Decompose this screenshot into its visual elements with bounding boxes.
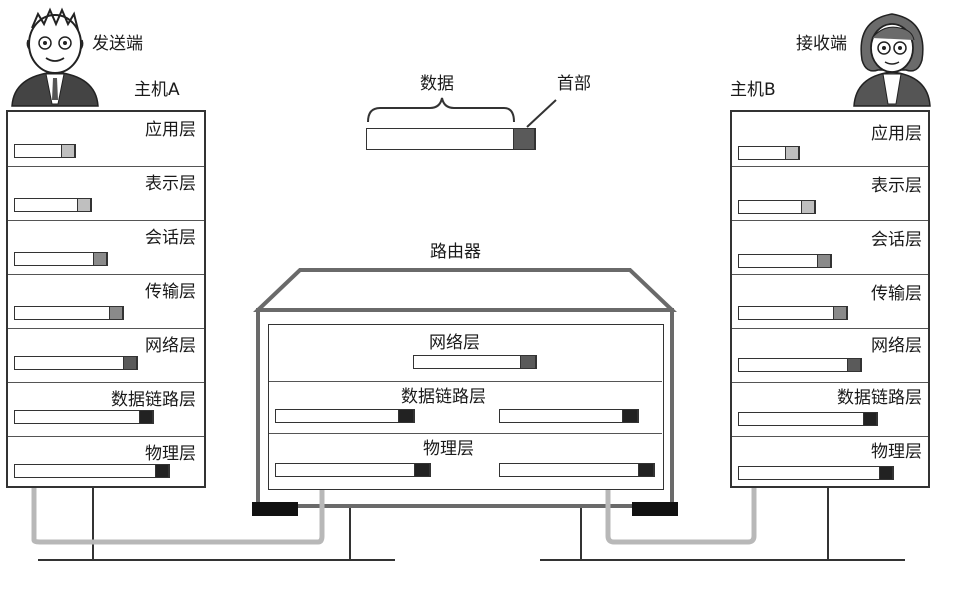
layer-divider	[732, 382, 928, 383]
host-a-packet-datalink	[14, 409, 154, 424]
sender-down-arrow-path	[31, 157, 325, 545]
packet-header	[414, 462, 430, 477]
router-exit-path	[605, 157, 757, 545]
layer-divider	[269, 433, 662, 434]
receiver-role-label: 接收端	[796, 34, 847, 54]
packet-header	[93, 251, 107, 266]
router-stack: 网络层 数据链路层 物理层	[268, 324, 664, 490]
host-b-layer-physical: 物理层	[871, 442, 922, 462]
host-a-layer-network: 网络层	[145, 336, 196, 356]
router-port-right	[632, 502, 678, 516]
legend-header-label: 首部	[557, 74, 591, 94]
router-packet-physical-in	[275, 462, 431, 477]
data-brace	[367, 97, 515, 123]
packet-header	[801, 199, 815, 214]
packet-header	[398, 408, 414, 423]
packet-header	[77, 197, 91, 212]
host-a-packet-network	[14, 355, 138, 370]
packet-header	[622, 408, 638, 423]
layer-divider	[732, 220, 928, 221]
host-a-packet-physical	[14, 463, 170, 478]
layer-divider	[8, 166, 204, 167]
host-a-packet-transport	[14, 305, 124, 320]
packet-header	[833, 305, 847, 320]
layer-divider	[269, 381, 662, 382]
layer-divider	[8, 382, 204, 383]
layer-divider	[8, 274, 204, 275]
host-b-packet-physical	[738, 465, 894, 480]
host-a-layer-physical: 物理层	[145, 444, 196, 464]
host-a-layer-datalink: 数据链路层	[111, 390, 196, 410]
host-b-layer-datalink: 数据链路层	[837, 388, 922, 408]
host-b-packet-application	[738, 145, 800, 160]
packet-header	[847, 357, 861, 372]
router-layer-network: 网络层	[429, 333, 480, 353]
host-a-label: 主机A	[134, 80, 180, 100]
router-packet-network	[413, 354, 537, 369]
packet-header	[109, 305, 123, 320]
host-b-packet-presentation	[738, 199, 816, 214]
layer-divider	[732, 436, 928, 437]
packet-header	[785, 145, 799, 160]
host-b-label: 主机B	[730, 80, 776, 100]
router-frame	[256, 308, 674, 508]
layer-divider	[732, 166, 928, 167]
packet-header	[863, 411, 877, 426]
host-a-layer-transport: 传输层	[145, 282, 196, 302]
host-a-layer-presentation: 表示层	[145, 174, 196, 194]
legend-packet-header	[513, 127, 535, 150]
host-b-layer-transport: 传输层	[871, 284, 922, 304]
packet-header	[155, 463, 169, 478]
host-a-packet-presentation	[14, 197, 92, 212]
host-b-layer-presentation: 表示层	[871, 176, 922, 196]
host-b-layer-network: 网络层	[871, 336, 922, 356]
packet-header	[879, 465, 893, 480]
host-b-packet-session	[738, 253, 832, 268]
host-b-packet-network	[738, 357, 862, 372]
header-pointer-line	[526, 99, 557, 128]
host-b-packet-transport	[738, 305, 848, 320]
layer-divider	[732, 328, 928, 329]
host-b-stack: 应用层 表示层 会话层 传输层 网络层 数据链路层 物理层	[730, 110, 930, 488]
host-a-layer-session: 会话层	[145, 228, 196, 248]
receiver-avatar-icon	[853, 13, 931, 107]
packet-header	[520, 354, 536, 369]
router-port-left	[252, 502, 298, 516]
packet-header	[139, 409, 153, 424]
legend-packet	[366, 127, 536, 150]
layer-divider	[8, 328, 204, 329]
host-a-packet-application	[14, 143, 76, 158]
sender-avatar-icon	[11, 7, 99, 107]
host-a-stack: 应用层 表示层 会话层 传输层 网络层 数据链路层 物理层	[6, 110, 206, 488]
legend-data-label: 数据	[420, 74, 454, 94]
host-a-packet-session	[14, 251, 108, 266]
host-a-layer-application: 应用层	[145, 120, 196, 140]
layer-divider	[8, 436, 204, 437]
packet-header	[123, 355, 137, 370]
router-layer-physical: 物理层	[423, 439, 474, 459]
router-roof	[253, 268, 677, 312]
packet-header	[817, 253, 831, 268]
packet-header	[61, 143, 75, 158]
router-packet-datalink-out	[499, 408, 639, 423]
router-packet-datalink-in	[275, 408, 415, 423]
layer-divider	[8, 220, 204, 221]
router-packet-physical-out	[499, 462, 655, 477]
router-title: 路由器	[430, 242, 481, 262]
sender-role-label: 发送端	[92, 34, 143, 54]
layer-divider	[732, 274, 928, 275]
packet-header	[638, 462, 654, 477]
router-layer-datalink: 数据链路层	[401, 387, 486, 407]
host-b-packet-datalink	[738, 411, 878, 426]
host-b-layer-session: 会话层	[871, 230, 922, 250]
host-b-layer-application: 应用层	[871, 124, 922, 144]
